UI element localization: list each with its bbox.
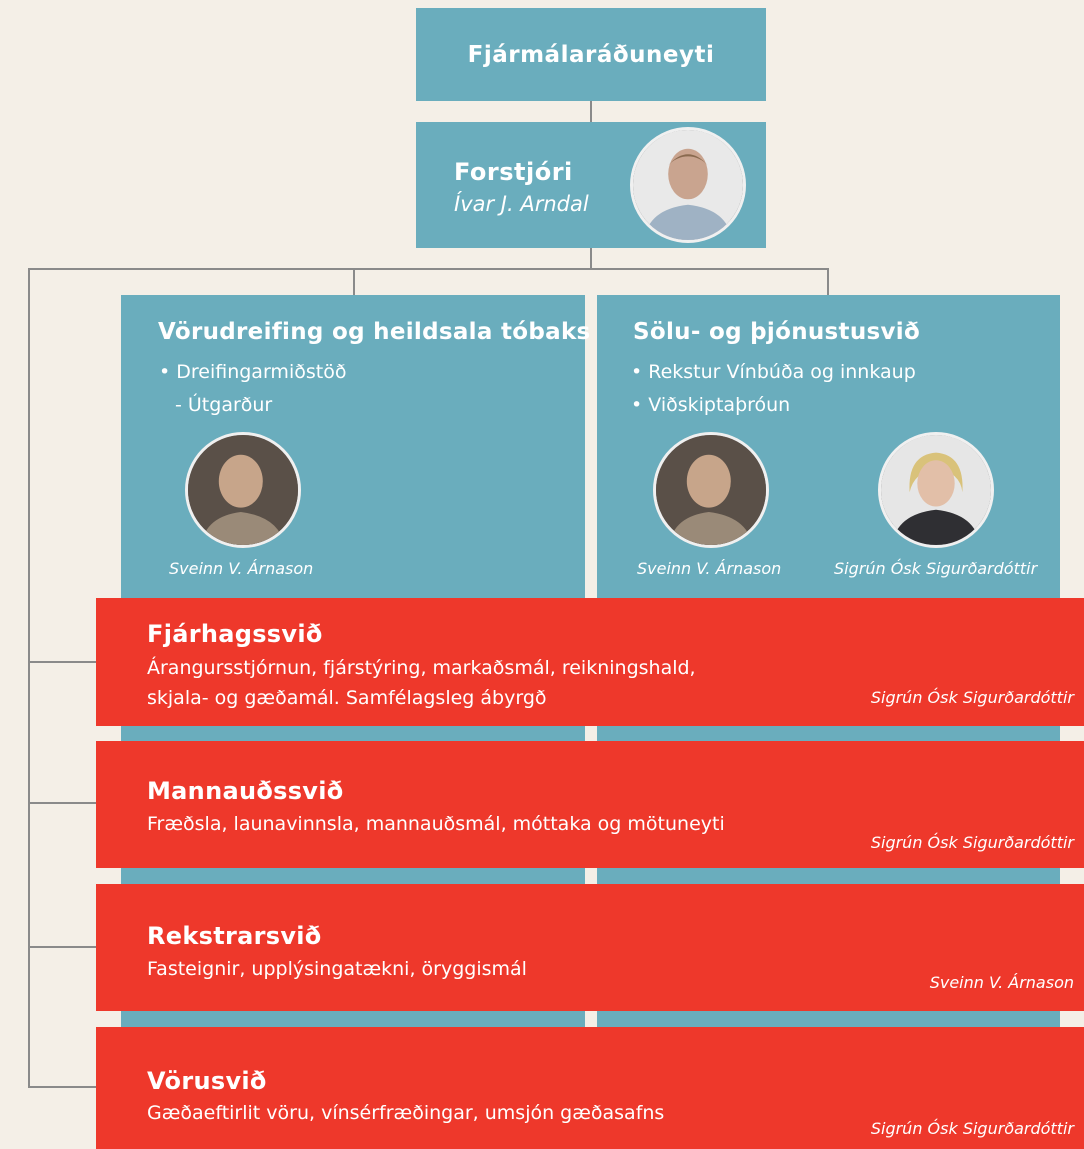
connector-to-division-right [827, 268, 829, 295]
person-photo-icon [653, 432, 769, 548]
connector-ceo-down [590, 248, 592, 269]
person-name: Sveinn V. Árnason [169, 559, 314, 578]
unit-mannaudssvid: Mannauðssvið Fræðsla, launavinnsla, mann… [96, 741, 1084, 868]
division-item: - Útgarður [175, 394, 273, 416]
division-item: • Dreifingarmiðstöð [159, 361, 347, 383]
ministry-box: Fjármálaráðuneyti [416, 8, 766, 101]
unit-person: Sveinn V. Árnason [929, 973, 1074, 992]
unit-title: Vörusvið [147, 1067, 267, 1095]
unit-person: Sigrún Ósk Sigurðardóttir [870, 1119, 1074, 1138]
connector-horizontal-bar [28, 268, 829, 270]
connector-ministry-ceo [590, 101, 592, 122]
unit-description: Fasteignir, upplýsingatækni, öryggismál [147, 958, 527, 980]
person-photo-icon [878, 432, 994, 548]
unit-title: Fjárhagssvið [147, 620, 323, 648]
ceo-photo-icon [630, 127, 746, 243]
unit-description: Gæðaeftirlit vöru, vínsérfræðingar, umsj… [147, 1102, 665, 1124]
unit-description: skjala- og gæðamál. Samfélagsleg ábyrgð [147, 687, 547, 709]
unit-title: Mannauðssvið [147, 777, 344, 805]
unit-rekstrarsvid: Rekstrarsvið Fasteignir, upplýsingatækni… [96, 884, 1084, 1011]
unit-description: Fræðsla, launavinnsla, mannauðsmál, mótt… [147, 813, 725, 835]
unit-vorusvid: Vörusvið Gæðaeftirlit vöru, vínsérfræðin… [96, 1027, 1084, 1149]
division-title: Vörudreifing og heildsala tóbaks [158, 319, 591, 345]
connector-to-mannaudssvid [28, 802, 96, 804]
person-name: Sigrún Ósk Sigurðardóttir [834, 559, 1038, 578]
ceo-name: Ívar J. Arndal [454, 192, 589, 216]
connector-to-rekstrarsvid [28, 946, 96, 948]
unit-person: Sigrún Ósk Sigurðardóttir [870, 688, 1074, 707]
division-item: • Rekstur Vínbúða og innkaup [631, 361, 916, 383]
ministry-title: Fjármálaráðuneyti [467, 41, 715, 68]
unit-description: Árangursstjórnun, fjárstýring, markaðsmá… [147, 657, 696, 679]
ceo-box: Forstjóri Ívar J. Arndal [416, 122, 766, 248]
unit-fjarhagssvid: Fjárhagssvið Árangursstjórnun, fjárstýri… [96, 598, 1084, 726]
connector-to-fjarhagssvid [28, 661, 96, 663]
unit-person: Sigrún Ósk Sigurðardóttir [870, 833, 1074, 852]
connector-to-vorusvid [28, 1086, 96, 1088]
ceo-title: Forstjóri [454, 158, 573, 186]
person-photo-icon [185, 432, 301, 548]
division-title: Sölu- og þjónustusvið [633, 319, 921, 345]
division-item: • Viðskiptaþróun [631, 394, 791, 416]
person-name: Sveinn V. Árnason [637, 559, 782, 578]
unit-title: Rekstrarsvið [147, 922, 322, 950]
connector-to-division-left [353, 268, 355, 295]
connector-left-spine [28, 268, 30, 1088]
